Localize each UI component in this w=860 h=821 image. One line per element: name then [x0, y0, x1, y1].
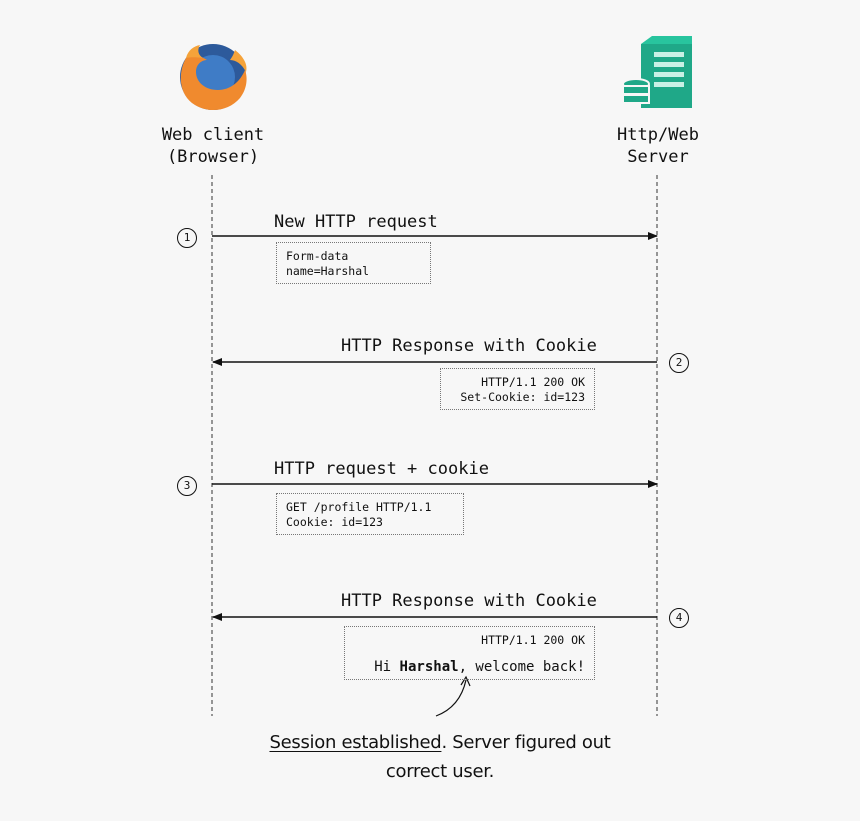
- message-4-label: HTTP Response with Cookie: [341, 591, 597, 611]
- client-label: Web client (Browser): [133, 124, 293, 168]
- server-label: Http/Web Server: [578, 124, 738, 168]
- note-line: Set-Cookie: id=123: [460, 390, 585, 404]
- greeting-name: Harshal: [399, 659, 459, 675]
- caption-underlined: Session established: [269, 732, 442, 753]
- note-line: HTTP/1.1 200 OK: [481, 375, 585, 389]
- note-line: HTTP/1.1 200 OK: [481, 633, 585, 647]
- message-1-label: New HTTP request: [274, 212, 438, 232]
- message-3-note: GET /profile HTTP/1.1 Cookie: id=123: [276, 493, 464, 535]
- client-label-line2: (Browser): [166, 147, 260, 167]
- message-2-label: HTTP Response with Cookie: [341, 336, 597, 356]
- server-icon: [622, 36, 692, 108]
- firefox-icon: [180, 44, 247, 111]
- caption: Session established. Server figured out …: [230, 728, 650, 786]
- message-3-label: HTTP request + cookie: [274, 459, 489, 479]
- step-3-badge: 3: [177, 476, 197, 496]
- caption-line2: correct user.: [385, 761, 495, 782]
- message-2-note: HTTP/1.1 200 OK Set-Cookie: id=123: [440, 368, 595, 410]
- greeting-suffix: , welcome back!: [458, 659, 585, 675]
- caption-rest: . Server figured out: [441, 732, 611, 753]
- message-4-note: HTTP/1.1 200 OK Hi Harshal, welcome back…: [344, 626, 595, 680]
- note-line: Form-data: [286, 249, 349, 263]
- server-label-line2: Server: [627, 147, 689, 167]
- server-label-line1: Http/Web: [617, 125, 699, 145]
- caption-line1: Session established. Server figured out: [230, 728, 650, 757]
- message-1-note: Form-data name=Harshal: [276, 242, 431, 284]
- note-line: name=Harshal: [286, 264, 370, 278]
- client-label-line1: Web client: [161, 125, 265, 145]
- welcome-message: Hi Harshal, welcome back!: [354, 660, 585, 675]
- note-line: GET /profile HTTP/1.1: [286, 500, 432, 514]
- pointer-arrow: [435, 679, 467, 717]
- note-line: Cookie: id=123: [286, 515, 383, 529]
- step-2-badge: 2: [669, 353, 689, 373]
- pointer-arrowhead: [460, 675, 471, 687]
- step-1-badge: 1: [177, 228, 197, 248]
- greeting-prefix: Hi: [374, 659, 400, 675]
- step-4-badge: 4: [669, 608, 689, 628]
